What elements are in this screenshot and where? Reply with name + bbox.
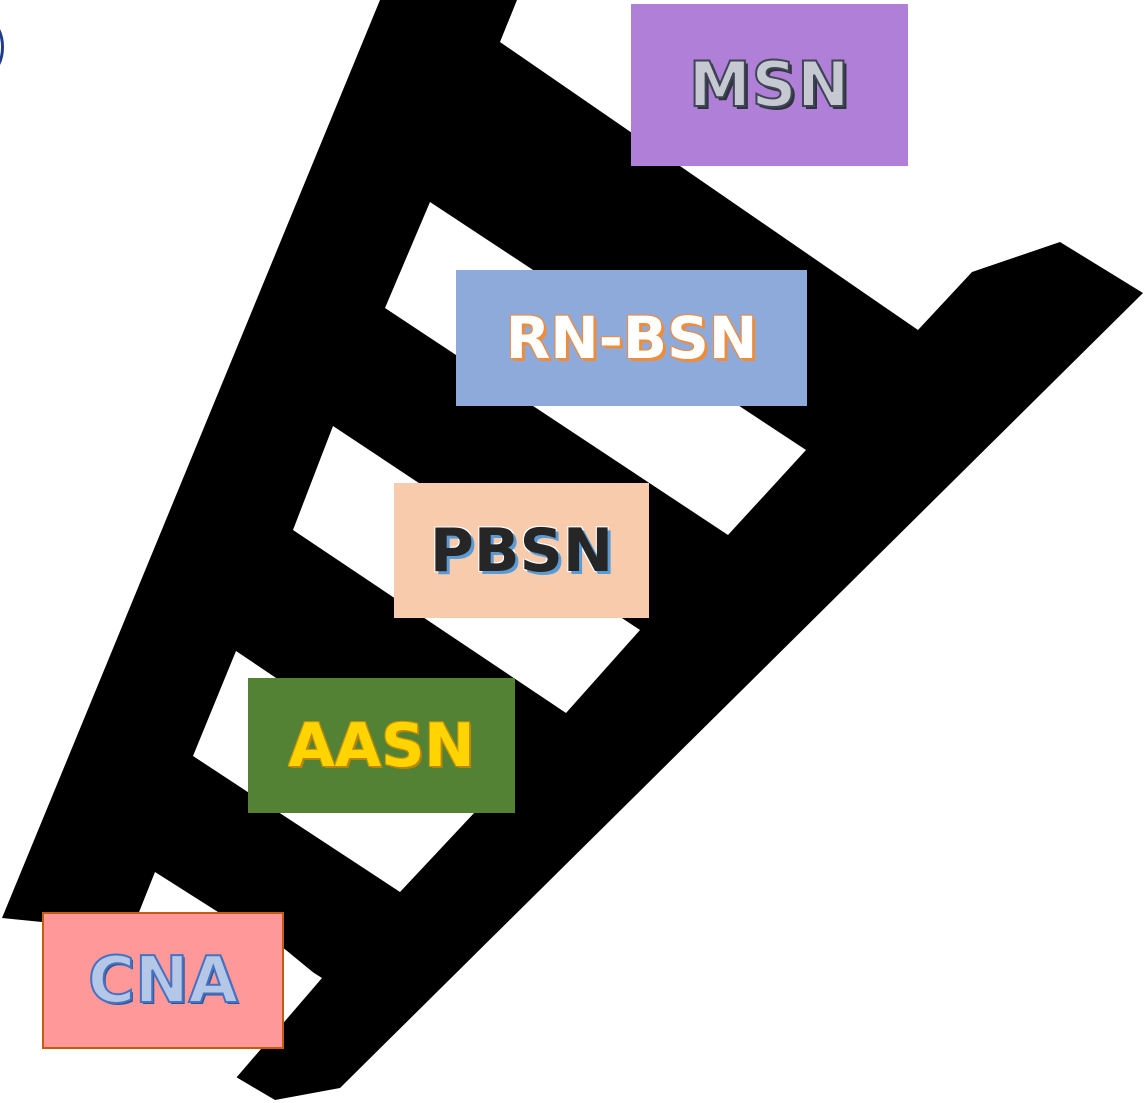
rung-label-text: RN-BSN (505, 304, 758, 372)
rung-label-rn-bsn: RN-BSN (456, 270, 807, 406)
rung-label-text: CNA (87, 943, 239, 1018)
rung-label-text: MSN (688, 48, 851, 121)
rung-label-pbsn: PBSN (394, 483, 649, 618)
rung-label-text: AASN (288, 710, 475, 781)
rung-label-cna: CNA (42, 912, 284, 1049)
rung-label-aasn: AASN (248, 678, 515, 813)
rung-label-text: PBSN (429, 515, 614, 586)
rung-label-msn: MSN (631, 4, 908, 166)
